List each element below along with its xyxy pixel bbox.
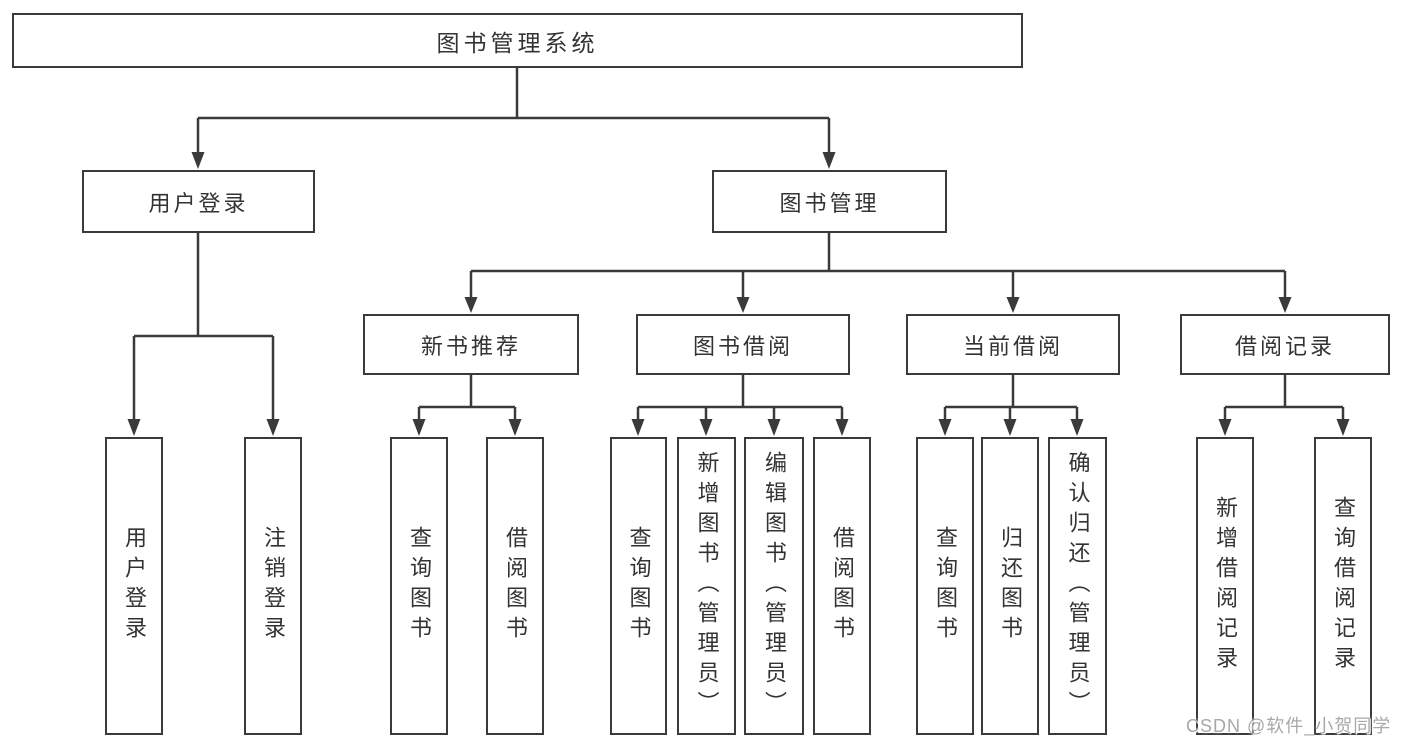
node-user-login-leaf-label: 用户登录 (122, 526, 147, 646)
node-user-login-leaf: 用户登录 (105, 437, 163, 735)
node-new-book-recommendation: 新书推荐 (363, 314, 579, 375)
node-edit-book-admin: 编辑图书（管理员） (744, 437, 804, 735)
node-book-management: 图书管理 (712, 170, 947, 233)
node-borrow-books-leaf-label: 借阅图书 (830, 526, 855, 646)
node-borrow-books-recommend-label: 借阅图书 (503, 526, 528, 646)
node-current-borrowing: 当前借阅 (906, 314, 1120, 375)
node-query-books-borrow: 查询图书 (610, 437, 667, 735)
node-edit-book-admin-label: 编辑图书（管理员） (762, 451, 787, 721)
node-query-books-recommend-label: 查询图书 (407, 526, 432, 646)
node-add-borrow-record: 新增借阅记录 (1196, 437, 1254, 735)
node-book-borrowing: 图书借阅 (636, 314, 850, 375)
node-borrow-books-recommend: 借阅图书 (486, 437, 544, 735)
node-query-books-current: 查询图书 (916, 437, 974, 735)
node-query-borrow-record-label: 查询借阅记录 (1331, 496, 1356, 676)
csdn-watermark: CSDN @软件_小贺同学 (1186, 716, 1392, 736)
connector-segments (132, 68, 1345, 421)
node-logout-label: 注销登录 (261, 526, 286, 646)
node-add-borrow-record-label: 新增借阅记录 (1213, 496, 1238, 676)
node-user-login: 用户登录 (82, 170, 315, 233)
node-library-management-system: 图书管理系统 (12, 13, 1023, 68)
node-add-book-admin-label: 新增图书（管理员） (694, 451, 720, 721)
node-add-book-admin: 新增图书（管理员） (677, 437, 736, 735)
node-book-borrowing-label: 图书借阅 (692, 333, 793, 359)
node-query-borrow-record: 查询借阅记录 (1314, 437, 1372, 735)
node-confirm-return-admin: 确认归还（管理员） (1048, 437, 1107, 735)
node-user-login-label: 用户登录 (148, 190, 249, 216)
arrowheads (127, 152, 1350, 436)
node-return-books: 归还图书 (981, 437, 1039, 735)
node-new-book-recommendation-label: 新书推荐 (420, 333, 521, 359)
node-return-books-label: 归还图书 (998, 526, 1023, 646)
node-confirm-return-admin-label: 确认归还（管理员） (1065, 451, 1091, 721)
node-library-management-system-label: 图书管理系统 (436, 29, 599, 56)
node-query-books-recommend: 查询图书 (390, 437, 448, 735)
node-query-books-borrow-label: 查询图书 (626, 526, 652, 646)
node-book-management-label: 图书管理 (779, 190, 880, 216)
node-query-books-current-label: 查询图书 (933, 526, 958, 646)
node-borrowing-records: 借阅记录 (1180, 314, 1390, 375)
node-borrow-books-leaf: 借阅图书 (813, 437, 871, 735)
node-current-borrowing-label: 当前借阅 (962, 333, 1063, 359)
node-borrowing-records-label: 借阅记录 (1234, 333, 1335, 359)
node-logout: 注销登录 (244, 437, 302, 735)
